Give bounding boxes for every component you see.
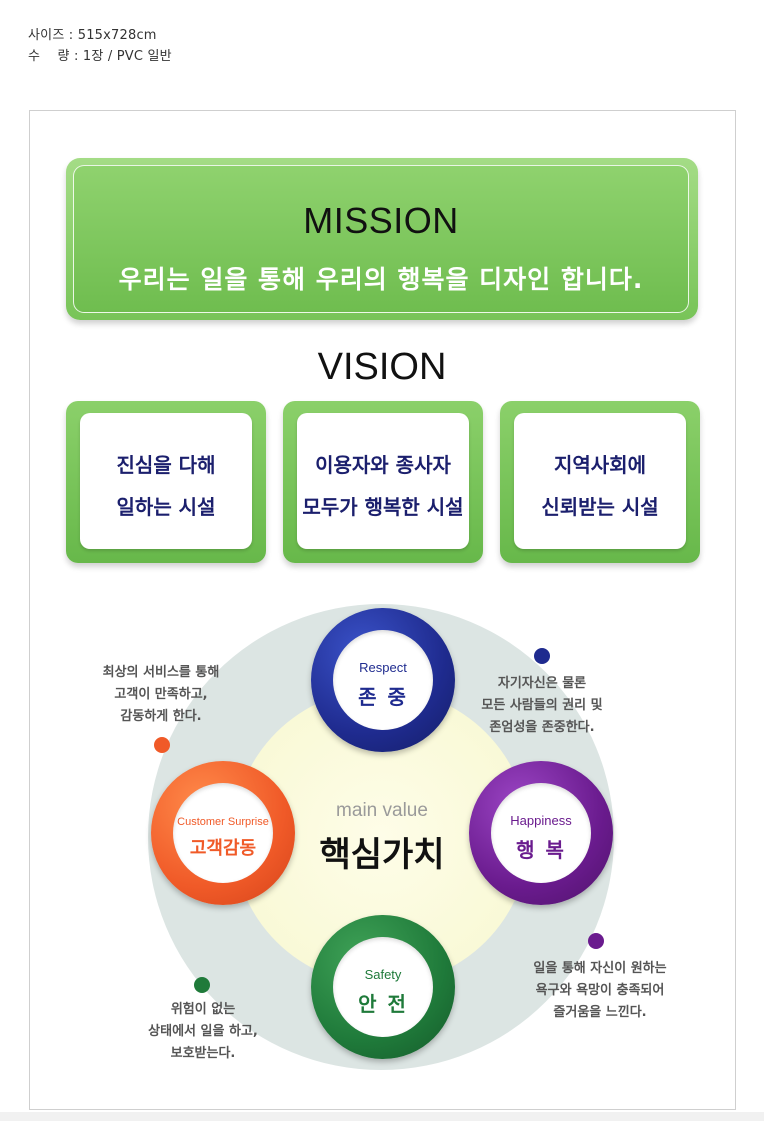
safety-desc-line: 위험이 없는 <box>170 1002 236 1017</box>
vision-line-2: 모두가 행복한 시설 <box>302 495 464 519</box>
respect-dot <box>534 648 550 664</box>
surprise-ring-hole: Customer Surprise 고객감동 <box>173 783 273 883</box>
happiness-label-en: Happiness <box>510 813 572 828</box>
happiness-desc-line: 즐거움을 느낀다. <box>553 1005 647 1020</box>
vision-box-inner: 이용자와 종사자 모두가 행복한 시설 <box>297 413 469 549</box>
vision-box-2: 이용자와 종사자 모두가 행복한 시설 <box>283 401 483 563</box>
vision-box-3: 지역사회에 신뢰받는 시설 <box>500 401 700 563</box>
surprise-dot <box>154 737 170 753</box>
happiness-ring-hole: Happiness 행 복 <box>491 783 591 883</box>
safety-ring-hole: Safety 안 전 <box>333 937 433 1037</box>
vision-box-inner: 지역사회에 신뢰받는 시설 <box>514 413 686 549</box>
vision-box-inner: 진심을 다해 일하는 시설 <box>80 413 252 549</box>
respect-ring-hole: Respect 존 중 <box>333 630 433 730</box>
happiness-description: 일을 통해 자신이 원하는 욕구와 욕망이 충족되어 즐거움을 느낀다. <box>510 958 690 1024</box>
surprise-ring: Customer Surprise 고객감동 <box>151 761 295 905</box>
happiness-ring: Happiness 행 복 <box>469 761 613 905</box>
core-value-subtitle: main value <box>336 800 428 821</box>
safety-description: 위험이 없는 상태에서 일을 하고, 보호받는다. <box>128 999 278 1065</box>
happiness-dot <box>588 933 604 949</box>
safety-ring: Safety 안 전 <box>311 915 455 1059</box>
mission-title: MISSION <box>303 200 459 241</box>
surprise-label-en: Customer Surprise <box>177 816 269 828</box>
happiness-desc-line: 욕구와 욕망이 충족되어 <box>535 983 665 998</box>
vision-line-2: 신뢰받는 시설 <box>541 495 659 519</box>
safety-dot <box>194 977 210 993</box>
safety-desc-line: 보호받는다. <box>170 1046 236 1061</box>
mission-inner-panel: MISSION 우리는 일을 통해 우리의 행복을 디자인 합니다. <box>73 165 689 313</box>
respect-label-en: Respect <box>359 660 407 675</box>
safety-desc-line: 상태에서 일을 하고, <box>148 1024 258 1039</box>
vision-line-1: 진심을 다해 <box>116 453 216 477</box>
happiness-desc-line: 일을 통해 자신이 원하는 <box>533 961 667 976</box>
spec-size: 사이즈 : 515x728cm <box>28 28 157 43</box>
respect-label-kr: 존 중 <box>358 685 408 709</box>
vision-line-1: 이용자와 종사자 <box>315 453 451 477</box>
respect-desc-line: 자기자신은 물론 <box>497 676 587 691</box>
safety-label-kr: 안 전 <box>358 992 408 1016</box>
happiness-label-kr: 행 복 <box>516 838 566 862</box>
respect-description: 자기자신은 물론 모든 사람들의 권리 및 존엄성을 존중한다. <box>462 673 622 739</box>
mission-text: 우리는 일을 통해 우리의 행복을 디자인 합니다. <box>118 265 644 294</box>
spec-quantity: 수 량 : 1장 / PVC 일반 <box>28 49 172 64</box>
surprise-description: 최상의 서비스를 통해 고객이 만족하고, 감동하게 한다. <box>86 662 236 728</box>
core-value-title: 핵심가치 <box>319 835 445 875</box>
vision-line-1: 지역사회에 <box>554 453 646 477</box>
surprise-desc-line: 감동하게 한다. <box>120 709 202 724</box>
vision-title: VISION <box>317 346 447 388</box>
safety-label-en: Safety <box>364 967 402 982</box>
surprise-desc-line: 고객이 만족하고, <box>114 687 208 702</box>
vision-line-2: 일하는 시설 <box>116 495 216 519</box>
surprise-desc-line: 최상의 서비스를 통해 <box>102 665 220 680</box>
respect-ring: Respect 존 중 <box>311 608 455 752</box>
respect-desc-line: 존엄성을 존중한다. <box>489 720 595 735</box>
vision-box-1: 진심을 다해 일하는 시설 <box>66 401 266 563</box>
bottom-strip <box>0 1112 764 1121</box>
mission-panel: MISSION 우리는 일을 통해 우리의 행복을 디자인 합니다. <box>66 158 698 320</box>
surprise-label-kr: 고객감동 <box>189 838 257 859</box>
respect-desc-line: 모든 사람들의 권리 및 <box>481 698 603 713</box>
